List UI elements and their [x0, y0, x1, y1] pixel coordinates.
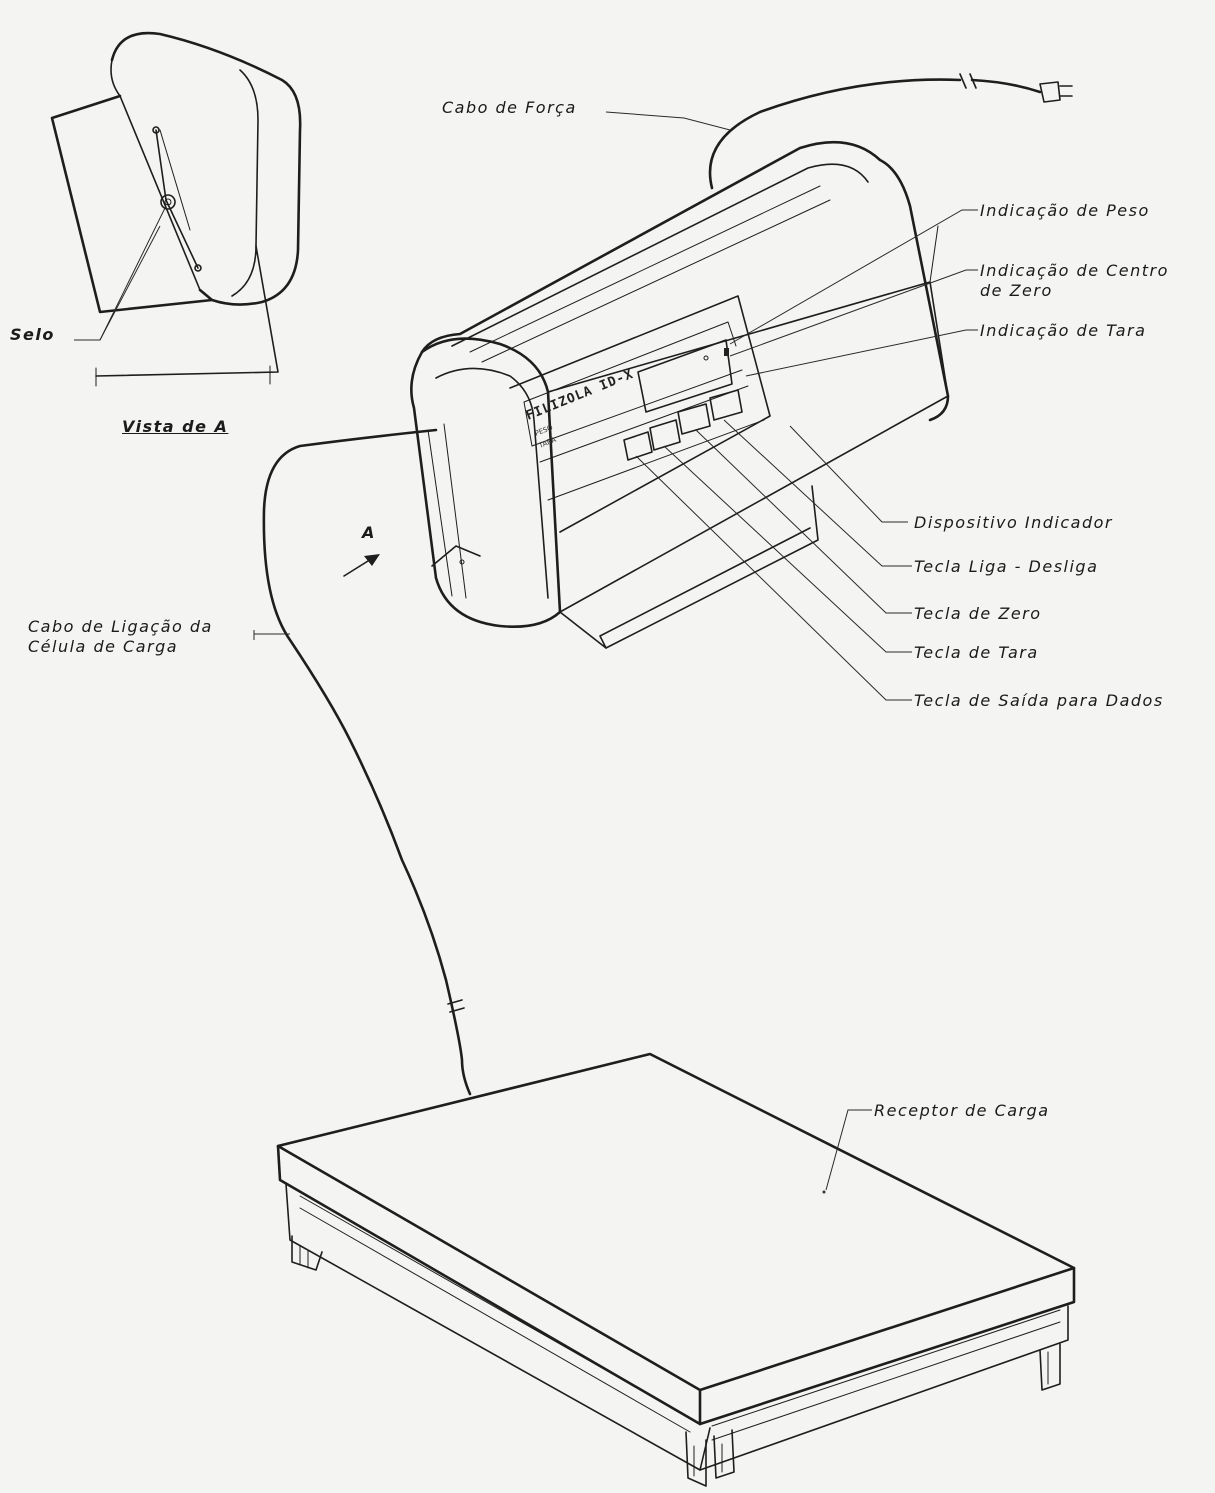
label-arrow-a: A	[362, 523, 376, 542]
label-cabo-ligacao-line2: Célula de Carga	[28, 637, 179, 656]
view-arrow	[343, 554, 380, 577]
label-receptor-carga: Receptor de Carga	[874, 1101, 1050, 1120]
label-cabo-forca: Cabo de Força	[442, 98, 577, 117]
indicator-leaders	[635, 209, 978, 701]
label-tecla-liga-desliga: Tecla Liga - Desliga	[914, 557, 1099, 576]
load-cell-cable	[262, 428, 472, 1096]
label-selo: Selo	[10, 325, 55, 344]
label-tecla-tara: Tecla de Tara	[914, 643, 1039, 662]
label-indicacao-tara: Indicação de Tara	[980, 321, 1147, 340]
label-tecla-saida-dados: Tecla de Saída para Dados	[914, 691, 1164, 710]
label-cabo-ligacao-line1: Cabo de Ligação da	[28, 617, 213, 636]
label-vista-a: Vista de A	[122, 417, 229, 436]
selo-leader	[74, 205, 167, 341]
indicator-housing: FILIZOLA ID-X PESO TARA	[410, 140, 950, 649]
label-indicacao-peso: Indicação de Peso	[980, 201, 1150, 220]
load-receiver-platform	[276, 1052, 1076, 1487]
svg-text:TARA: TARA	[537, 436, 558, 451]
label-tecla-zero: Tecla de Zero	[914, 604, 1042, 623]
side-view-a	[50, 31, 302, 387]
label-dispositivo-indicador: Dispositivo Indicador	[914, 513, 1113, 532]
label-indicacao-centro-zero-line2: de Zero	[980, 281, 1053, 300]
label-indicacao-centro-zero-line1: Indicação de Centro	[980, 261, 1169, 280]
power-cable	[708, 73, 1073, 190]
